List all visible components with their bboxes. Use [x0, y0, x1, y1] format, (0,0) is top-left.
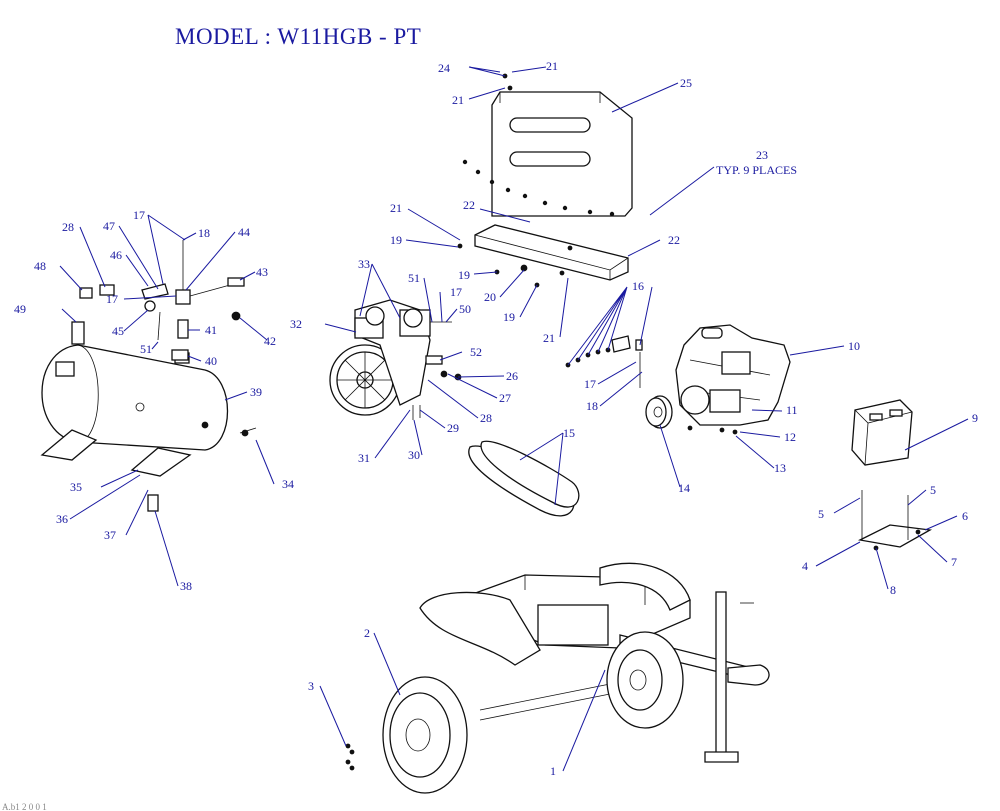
label-11: 11	[786, 403, 798, 417]
label-32: 32	[290, 317, 302, 331]
label-20: 20	[484, 290, 496, 304]
label-48: 48	[34, 259, 46, 273]
label-36: 36	[56, 512, 68, 526]
label-33: 33	[358, 257, 370, 271]
trailer-frame	[419, 562, 770, 763]
label-34: 34	[282, 477, 294, 491]
label-45: 45	[112, 324, 124, 338]
label-10: 10	[848, 339, 860, 353]
label-13: 13	[774, 461, 786, 475]
label-2: 2	[364, 626, 370, 640]
label-25: 25	[680, 76, 692, 90]
label-15: 15	[563, 426, 575, 440]
footer-code: A.b1 2 0 0 1	[2, 802, 47, 811]
air-tank	[40, 321, 257, 512]
label-29: 29	[447, 421, 459, 435]
note-typ-9-places: TYP. 9 PLACES	[716, 163, 797, 177]
fittings-cluster	[79, 240, 245, 361]
battery-tray	[857, 490, 933, 551]
label-17: 17	[584, 377, 596, 391]
label-43: 43	[256, 265, 268, 279]
label-19: 19	[458, 268, 470, 282]
label-23: 23	[756, 148, 768, 162]
label-46: 46	[110, 248, 122, 262]
drive-belts	[468, 440, 580, 517]
label-49: 49	[14, 302, 26, 316]
battery	[851, 399, 913, 466]
trailer-wheels	[345, 631, 684, 794]
label-51: 51	[408, 271, 420, 285]
belt-guard-bracket	[457, 224, 629, 288]
label-31: 31	[358, 451, 370, 465]
gas-engine	[675, 324, 791, 435]
label-4: 4	[802, 559, 808, 573]
label-1: 1	[550, 764, 556, 778]
label-26: 26	[506, 369, 518, 383]
label-38: 38	[180, 579, 192, 593]
label-42: 42	[264, 334, 276, 348]
label-47: 47	[103, 219, 115, 233]
label-19: 19	[503, 310, 515, 324]
label-21: 21	[546, 59, 558, 73]
label-17: 17	[106, 292, 118, 306]
belt-guard	[462, 73, 633, 217]
label-35: 35	[70, 480, 82, 494]
label-17: 17	[133, 208, 145, 222]
label-5: 5	[818, 507, 824, 521]
label-5: 5	[930, 483, 936, 497]
label-24: 24	[438, 61, 450, 75]
label-18: 18	[198, 226, 210, 240]
label-17: 17	[450, 285, 462, 299]
label-18: 18	[586, 399, 598, 413]
label-40: 40	[205, 354, 217, 368]
label-21: 21	[543, 331, 555, 345]
label-8: 8	[890, 583, 896, 597]
label-41: 41	[205, 323, 217, 337]
label-44: 44	[238, 225, 250, 239]
label-3: 3	[308, 679, 314, 693]
label-22: 22	[668, 233, 680, 247]
label-28: 28	[62, 220, 74, 234]
label-28: 28	[480, 411, 492, 425]
label-51: 51	[140, 342, 152, 356]
label-39: 39	[250, 385, 262, 399]
label-27: 27	[499, 391, 511, 405]
label-6: 6	[962, 509, 968, 523]
engine-pulley	[645, 395, 673, 429]
label-12: 12	[784, 430, 796, 444]
model-title: MODEL : W11HGB - PT	[175, 24, 421, 49]
label-21: 21	[452, 93, 464, 107]
label-30: 30	[408, 448, 420, 462]
leader-lines	[59, 66, 969, 772]
label-52: 52	[470, 345, 482, 359]
engine-mount-hardware	[565, 335, 643, 388]
compressor-pump	[329, 299, 462, 420]
label-14: 14	[678, 481, 690, 495]
label-50: 50	[459, 302, 471, 316]
label-9: 9	[972, 411, 978, 425]
label-21: 21	[390, 201, 402, 215]
label-19: 19	[390, 233, 402, 247]
label-22: 22	[463, 198, 475, 212]
label-7: 7	[951, 555, 957, 569]
part-number-labels: 24 21 21 25 23 TYP. 9 PLACES 21 22 19 22…	[14, 59, 978, 778]
label-37: 37	[104, 528, 116, 542]
label-16: 16	[632, 279, 644, 293]
